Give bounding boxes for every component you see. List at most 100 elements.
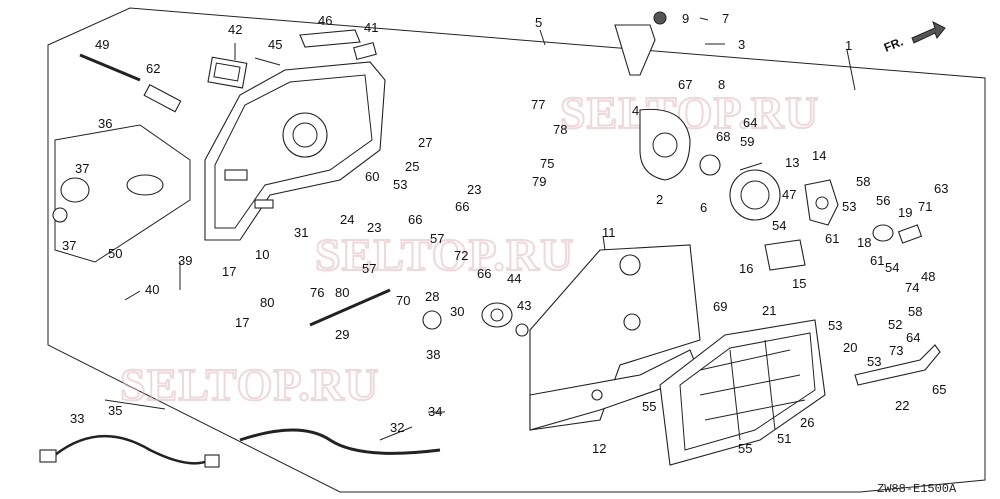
callout-75: 75 [540, 156, 554, 171]
gear-plate-part [699, 154, 781, 221]
lever-arm-part [614, 11, 691, 181]
callout-73: 73 [889, 343, 903, 358]
callout-76: 76 [310, 285, 324, 300]
callout-55b: 55 [738, 441, 752, 456]
callout-labels: 1 2 3 4 5 6 7 8 9 10 11 12 13 14 15 16 1… [62, 11, 948, 456]
callout-53d: 53 [867, 354, 881, 369]
wire-harness-part [39, 434, 220, 468]
callout-12: 12 [592, 441, 606, 456]
callout-59: 59 [740, 134, 754, 149]
callout-3: 3 [738, 37, 745, 52]
callout-72: 72 [454, 248, 468, 263]
callout-24: 24 [340, 212, 354, 227]
callout-15: 15 [792, 276, 806, 291]
callout-60: 60 [365, 169, 379, 184]
callout-64b: 64 [906, 330, 920, 345]
watermark-middle: SELTOP.RU [315, 229, 574, 280]
callout-36: 36 [98, 116, 112, 131]
callout-5: 5 [535, 15, 542, 30]
callout-78: 78 [553, 122, 567, 137]
watermark-bottom: SELTOP.RU [120, 359, 379, 410]
callout-22: 22 [895, 398, 909, 413]
callout-37a: 37 [75, 161, 89, 176]
callout-46: 46 [318, 13, 332, 28]
callout-66c: 66 [477, 266, 491, 281]
callout-65: 65 [932, 382, 946, 397]
callout-71: 71 [918, 199, 932, 214]
callout-32: 32 [390, 420, 404, 435]
callout-9: 9 [682, 11, 689, 26]
callout-58b: 58 [908, 304, 922, 319]
callout-4: 4 [632, 103, 639, 118]
callout-33: 33 [70, 411, 84, 426]
callout-19: 19 [898, 205, 912, 220]
callout-51: 51 [777, 431, 791, 446]
callout-54a: 54 [772, 218, 786, 233]
callout-53b: 53 [842, 199, 856, 214]
neutral-switch-part [481, 302, 529, 337]
callout-21: 21 [762, 303, 776, 318]
callout-62: 62 [146, 61, 160, 76]
label-plate-part [299, 29, 361, 48]
callout-7: 7 [722, 11, 729, 26]
callout-47: 47 [782, 187, 796, 202]
callout-74: 74 [905, 280, 919, 295]
callout-68: 68 [716, 129, 730, 144]
outer-case-part [204, 61, 386, 241]
callout-67: 67 [678, 77, 692, 92]
callout-30: 30 [450, 304, 464, 319]
callout-48: 48 [921, 269, 935, 284]
callout-14: 14 [812, 148, 826, 163]
callout-17a: 17 [222, 264, 236, 279]
callout-16: 16 [739, 261, 753, 276]
bracket-parts [764, 179, 923, 271]
callout-13: 13 [785, 155, 799, 170]
callout-54b: 54 [885, 260, 899, 275]
callout-56: 56 [876, 193, 890, 208]
callout-79: 79 [532, 174, 546, 189]
callout-28: 28 [425, 289, 439, 304]
callout-61a: 61 [825, 231, 839, 246]
callout-63: 63 [934, 181, 948, 196]
callout-50: 50 [108, 246, 122, 261]
small-gear-part [422, 310, 442, 330]
link-rod-part [854, 344, 941, 386]
drawing-code: ZW88-E1500A [877, 482, 957, 496]
callout-6: 6 [700, 200, 707, 215]
callout-52: 52 [888, 317, 902, 332]
callout-31: 31 [294, 225, 308, 240]
long-bolt-part [79, 53, 141, 82]
shift-rod-part [309, 288, 391, 327]
callout-23a: 23 [467, 182, 481, 197]
callout-1: 1 [845, 38, 852, 53]
assembly-boundary [47, 7, 986, 493]
callout-38: 38 [426, 347, 440, 362]
callout-26: 26 [800, 415, 814, 430]
callout-70: 70 [396, 293, 410, 308]
callout-80b: 80 [335, 285, 349, 300]
callout-39: 39 [178, 253, 192, 268]
callout-2: 2 [656, 192, 663, 207]
base-plate-part [659, 319, 826, 466]
callout-8: 8 [718, 77, 725, 92]
switch-assembly-part [52, 124, 191, 263]
callout-27: 27 [418, 135, 432, 150]
clip-part [353, 41, 377, 61]
cable-part [239, 428, 441, 455]
watermark-top: SELTOP.RU [560, 87, 819, 138]
callout-69: 69 [713, 299, 727, 314]
callout-23b: 23 [367, 220, 381, 235]
callout-37b: 37 [62, 238, 76, 253]
callout-11: 11 [602, 225, 616, 240]
callout-49: 49 [95, 37, 109, 52]
meter-part [207, 56, 248, 89]
callout-57a: 57 [430, 231, 444, 246]
callout-20: 20 [843, 340, 857, 355]
callout-29: 29 [335, 327, 349, 342]
callout-17b: 17 [235, 315, 249, 330]
callout-53c: 53 [828, 318, 842, 333]
callout-61b: 61 [870, 253, 884, 268]
callout-35: 35 [108, 403, 122, 418]
callout-41: 41 [364, 20, 378, 35]
